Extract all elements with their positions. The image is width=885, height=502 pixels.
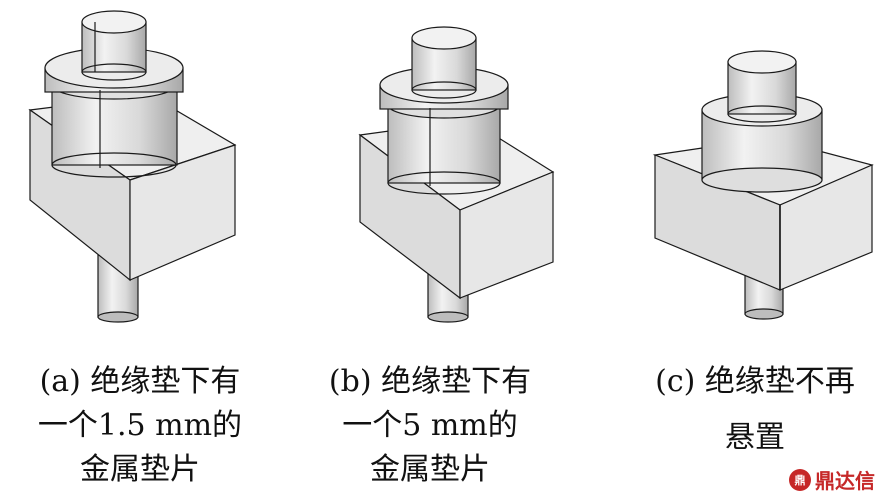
watermark-text: 鼎达信 — [815, 469, 875, 493]
model-b — [358, 26, 555, 323]
caption-c-line2: 悬置 — [725, 420, 785, 455]
caption-c-line1: (c) 绝缘垫不再 — [655, 364, 855, 399]
caption-a-line3: 金属垫片 — [80, 452, 200, 487]
caption-b-line2: 一个5 mm的 — [342, 408, 518, 443]
caption-a-line1: (a) 绝缘垫下有 — [39, 364, 241, 399]
model-b-block-right — [459, 171, 554, 299]
model-a — [28, 10, 237, 323]
caption-b-line3: 金属垫片 — [370, 452, 490, 487]
model-illustrations — [28, 10, 874, 323]
caption-b-line1: (b) 绝缘垫下有 — [328, 364, 532, 399]
watermark: 鼎 鼎达信 — [789, 465, 875, 494]
caption-a: (a) 绝缘垫下有 一个1.5 mm的 金属垫片 — [10, 360, 270, 492]
model-a-block-right — [129, 144, 236, 281]
watermark-logo-icon: 鼎 — [789, 468, 811, 491]
caption-a-line2: 一个1.5 mm的 — [37, 408, 243, 443]
model-c — [652, 50, 874, 320]
caption-b: (b) 绝缘垫下有 一个5 mm的 金属垫片 — [300, 360, 560, 492]
caption-c: (c) 绝缘垫不再 悬置 — [625, 360, 885, 460]
